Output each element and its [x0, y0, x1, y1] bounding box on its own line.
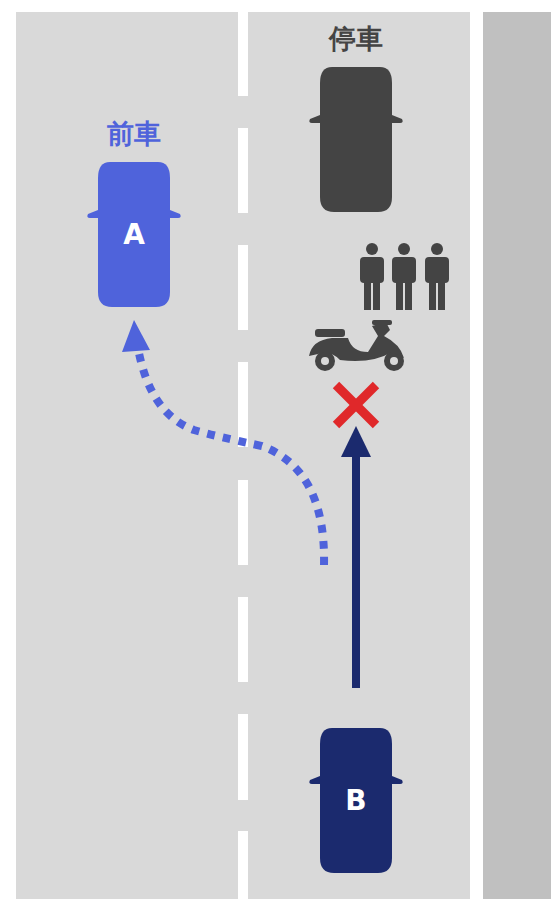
- car-heading: 停車: [278, 21, 434, 57]
- car-letter: B: [308, 728, 404, 873]
- sidewalk: [483, 12, 551, 899]
- car-shape: [308, 67, 404, 212]
- parked-car: 停車: [308, 67, 404, 212]
- lane-change-arrow: [122, 320, 324, 565]
- lane-divider: [238, 12, 248, 899]
- blocked-path-arrow: [341, 426, 371, 688]
- car-heading: 前車: [56, 116, 212, 152]
- blocked-mark: [336, 385, 376, 425]
- pedestrians: [360, 243, 449, 310]
- front-car: 前車A: [86, 162, 182, 307]
- own-car: B: [308, 728, 404, 873]
- road-surface: [16, 12, 470, 899]
- scooter: [309, 320, 404, 371]
- car-letter: A: [86, 162, 182, 307]
